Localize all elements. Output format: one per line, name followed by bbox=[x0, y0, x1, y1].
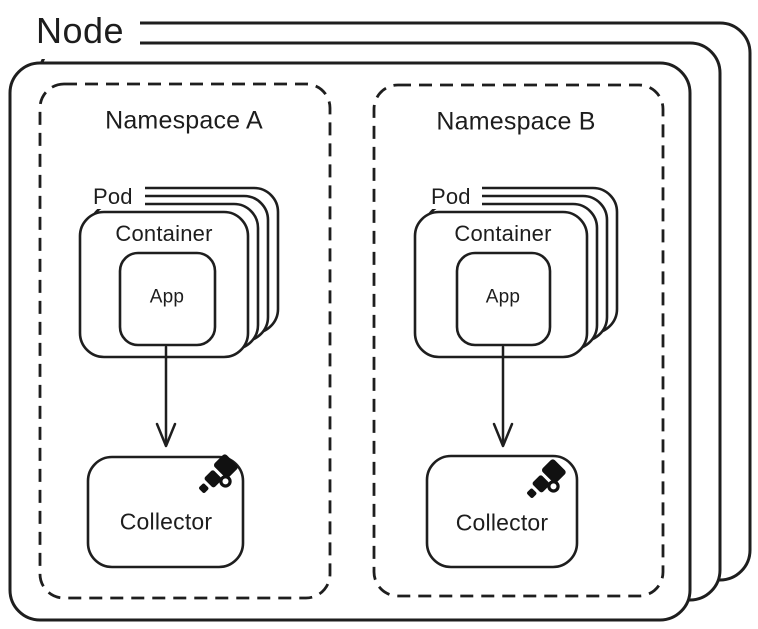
namespace-a-rect bbox=[38, 82, 332, 600]
app-a-label: App bbox=[149, 286, 185, 308]
node-label: Node bbox=[36, 10, 125, 51]
container-b-label: Container bbox=[454, 221, 552, 246]
app-b-label: App bbox=[485, 286, 521, 308]
telescope-mid-tube bbox=[532, 475, 550, 493]
telescope-mid-tube bbox=[204, 470, 222, 488]
telescope-pivot-ring bbox=[547, 480, 560, 493]
collector-a-label: Collector bbox=[119, 508, 213, 535]
namespace-b-rect bbox=[372, 83, 665, 598]
pod-a-label: Pod bbox=[93, 184, 133, 209]
pod-b-label: Pod bbox=[431, 184, 471, 209]
telescope-objective bbox=[542, 459, 566, 483]
app-b-rect bbox=[455, 251, 552, 347]
pod-b-label-mask bbox=[421, 179, 482, 209]
node-label-mask bbox=[16, 6, 140, 59]
telescope-eyepiece bbox=[199, 483, 209, 493]
container-a-label: Container bbox=[115, 221, 213, 246]
namespace-a-label: Namespace A bbox=[105, 106, 263, 135]
collector-b-label: Collector bbox=[455, 509, 549, 536]
telescope-eyepiece bbox=[527, 488, 537, 498]
telescope-icon bbox=[527, 459, 566, 498]
namespace-boxes bbox=[38, 82, 665, 600]
telescope-pivot-ring bbox=[219, 475, 232, 488]
telescope-objective bbox=[214, 454, 238, 478]
arrow-a-head bbox=[155, 422, 177, 448]
arrow-b-head bbox=[492, 422, 514, 448]
app-a-rect bbox=[118, 251, 217, 347]
pod-a-label-mask bbox=[84, 179, 145, 209]
namespace-b-label: Namespace B bbox=[436, 107, 596, 136]
telemetry-arrows bbox=[155, 345, 514, 448]
telescope-icon bbox=[199, 454, 238, 493]
